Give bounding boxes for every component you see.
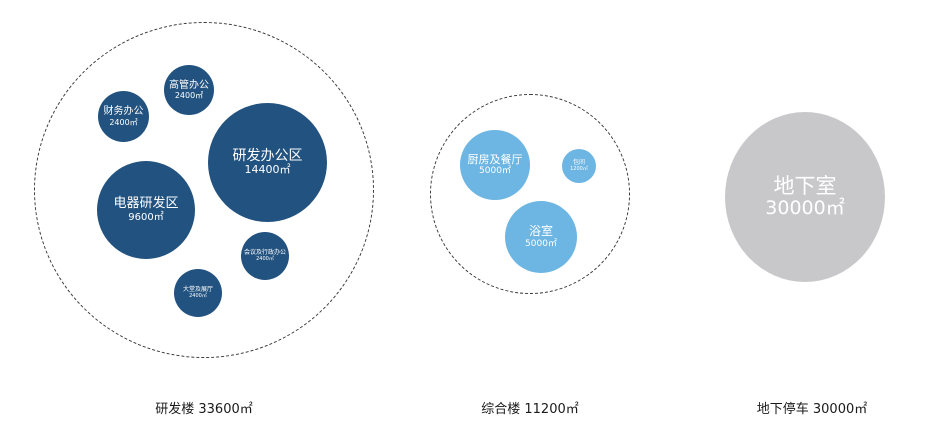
room-area: 14400㎡	[244, 163, 291, 177]
room-name: 电器研发区	[113, 195, 179, 211]
room-executive-office: 高管办公 2400㎡	[164, 65, 214, 115]
room-area: 2400㎡	[256, 255, 274, 262]
room-name: 大堂及展厅	[182, 285, 213, 293]
room-basement: 地下室 30000㎡	[725, 112, 885, 282]
room-name: 研发办公区	[232, 148, 303, 165]
room-private-room: 包间 1200㎡	[562, 149, 596, 183]
room-area: 9600㎡	[128, 211, 164, 223]
room-name: 财务办公	[103, 106, 144, 118]
room-name: 厨房及餐厅	[467, 152, 523, 166]
room-lobby-showroom: 大堂及展厅 2400㎡	[174, 269, 222, 317]
room-rd-office-area: 研发办公区 14400㎡	[208, 103, 327, 222]
room-meeting-admin-office: 会议及行政办公 2400㎡	[241, 232, 289, 280]
room-name: 地下室	[773, 174, 837, 198]
room-area: 2400㎡	[109, 117, 138, 127]
room-name: 浴室	[528, 223, 553, 238]
room-electrical-rd-area: 电器研发区 9600㎡	[97, 161, 195, 259]
room-finance-office: 财务办公 2400㎡	[98, 91, 149, 142]
room-kitchen-dining: 厨房及餐厅 5000㎡	[460, 130, 530, 200]
room-area: 1200㎡	[570, 165, 588, 172]
complex-building-boundary	[430, 94, 630, 294]
room-bathhouse: 浴室 5000㎡	[505, 201, 577, 273]
room-area: 2400㎡	[189, 292, 207, 299]
underground-parking-caption: 地下停车 30000㎡	[756, 402, 868, 417]
room-name: 高管办公	[169, 79, 209, 91]
room-name: 包间	[572, 158, 585, 166]
rd-building-caption: 研发楼 33600㎡	[155, 402, 253, 417]
room-area: 5000㎡	[525, 238, 557, 249]
room-name: 会议及行政办公	[243, 248, 286, 256]
rd-building-boundary	[34, 22, 374, 358]
room-area: 30000㎡	[765, 197, 845, 220]
room-area: 5000㎡	[479, 166, 511, 177]
room-area: 2400㎡	[174, 91, 204, 101]
complex-building-caption: 综合楼 11200㎡	[481, 402, 579, 417]
